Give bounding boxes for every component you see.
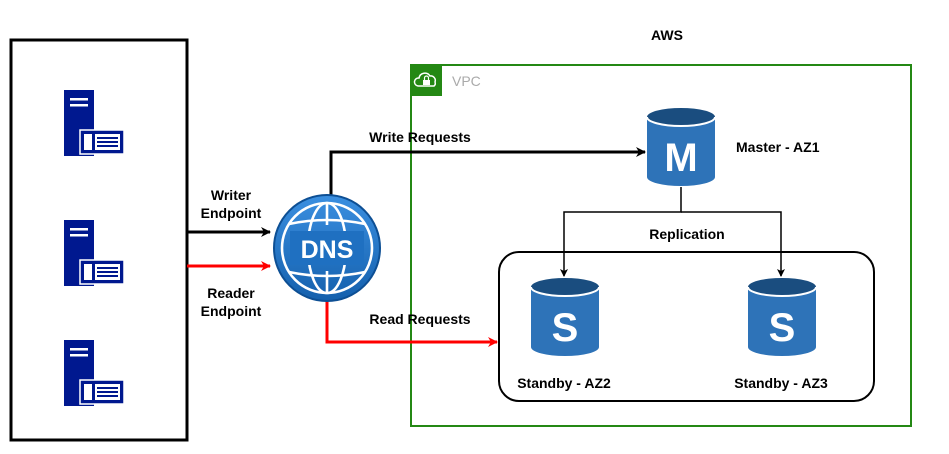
reader-endpoint-label-line2: Endpoint <box>201 303 262 319</box>
writer-endpoint-label-line2: Endpoint <box>201 205 262 221</box>
master-label: Master - AZ1 <box>736 139 820 155</box>
dns-label: DNS <box>301 236 354 264</box>
writer-endpoint-label-line1: Writer <box>211 187 252 203</box>
replication-label: Replication <box>649 226 724 242</box>
standby-az2-database-icon: S <box>530 278 600 356</box>
standby-az2-letter: S <box>552 306 579 350</box>
standby-az3-letter: S <box>769 306 796 350</box>
replication-arrow-az3 <box>681 211 785 277</box>
reader-endpoint-label-line1: Reader <box>207 285 255 301</box>
standby-az2-label: Standby - AZ2 <box>517 375 611 391</box>
read-requests-label: Read Requests <box>369 311 470 327</box>
server-icon <box>64 90 125 156</box>
master-letter: M <box>664 136 697 180</box>
vpc-label: VPC <box>452 73 481 89</box>
dns-globe-icon: DNS <box>273 194 381 302</box>
standby-group <box>498 251 875 402</box>
master-database-icon: M <box>646 108 716 186</box>
replication-arrow-az2 <box>560 187 682 277</box>
server-icon <box>64 340 125 406</box>
vpc-icon <box>411 65 442 96</box>
vpc-group <box>410 64 912 427</box>
write-requests-label: Write Requests <box>369 129 471 145</box>
standby-az3-database-icon: S <box>747 278 817 356</box>
server-icon <box>64 220 125 286</box>
client-group <box>9 38 189 442</box>
standby-az3-label: Standby - AZ3 <box>734 375 828 391</box>
read-requests-arrow <box>325 300 498 347</box>
write-requests-arrow <box>329 147 646 195</box>
aws-label: AWS <box>651 27 683 43</box>
